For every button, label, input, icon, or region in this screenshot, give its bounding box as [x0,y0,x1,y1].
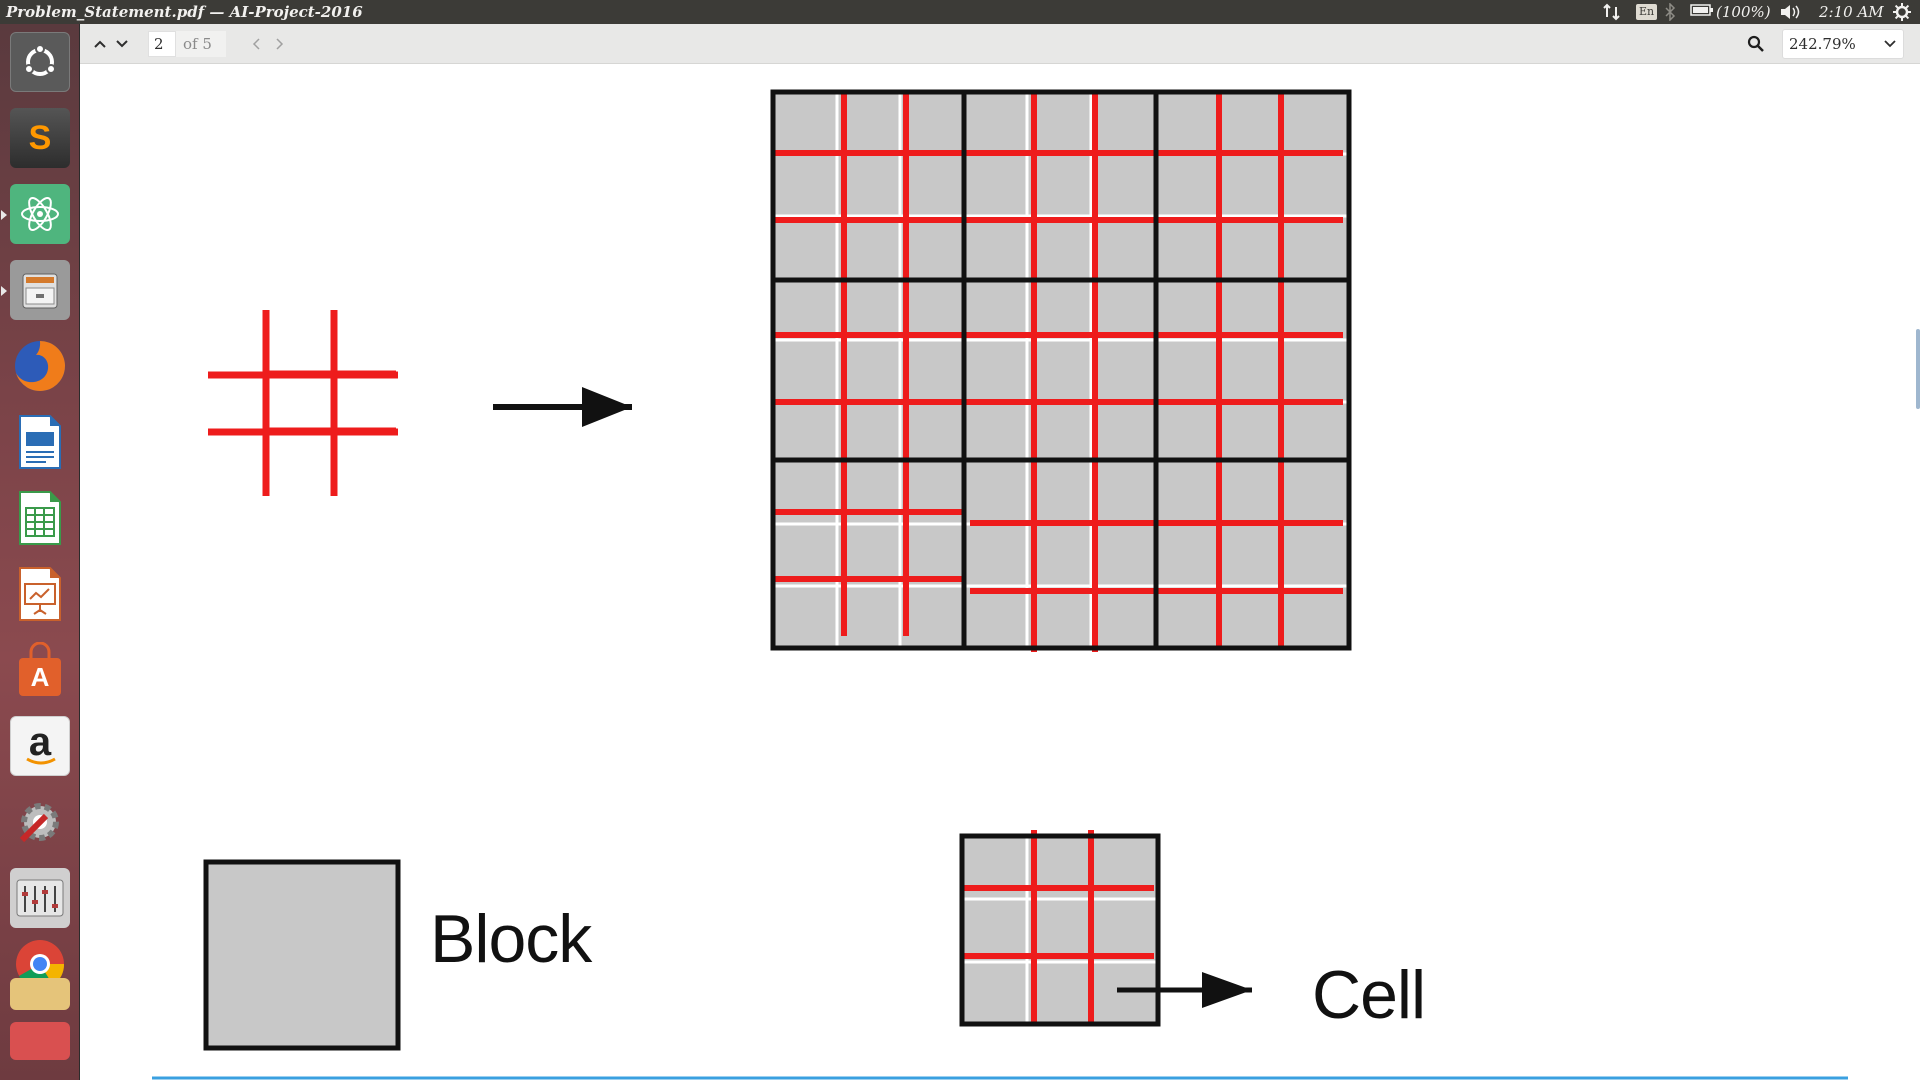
document-page: Block Cell [80,64,1920,1080]
cell-label: Cell [1312,957,1426,1033]
block-legend-symbol [203,859,401,1051]
firefox-icon [10,336,70,396]
app-icon [10,1022,70,1060]
keyboard-layout-indicator[interactable]: En [1636,2,1658,22]
zoom-value: 242.79% [1789,35,1856,53]
previous-page-button[interactable] [88,32,112,56]
amazon-icon: a [10,716,70,776]
launcher-amazon[interactable]: a [6,712,74,780]
document-toolbar: 2 of 5 242.79% [80,24,1920,64]
page-total-label: of 5 [176,31,226,57]
top-panel: Problem_Statement.pdf — AI-Project-2016 … [0,0,1920,24]
launcher-sublime-text[interactable]: S [6,104,74,172]
running-indicator [1,210,7,220]
chevron-up-icon [94,40,106,48]
window-title: Problem_Statement.pdf — AI-Project-2016 [6,3,363,21]
battery-icon [1690,3,1714,21]
sublime-icon: S [10,108,70,168]
page-number-input[interactable]: 2 [148,31,176,57]
history-forward-button[interactable] [268,32,292,56]
block-label: Block [430,901,592,977]
launcher-extra-2[interactable] [6,1018,74,1064]
history-back-button[interactable] [244,32,268,56]
battery-percent: (100%) [1716,3,1771,21]
keyboard-layout-label: En [1636,4,1658,20]
clock[interactable]: 2:10 AM [1819,3,1884,21]
launcher-impress[interactable] [6,560,74,628]
launcher-firefox[interactable] [6,332,74,400]
launcher: S A [0,24,80,1080]
launcher-calc[interactable] [6,484,74,552]
search-icon [1747,35,1764,52]
network-arrows-icon[interactable] [1602,2,1622,22]
volume-icon[interactable] [1780,2,1802,22]
cell-legend-symbol [959,830,1252,1027]
running-indicator [1,286,7,296]
launcher-mixer[interactable] [6,864,74,932]
shopping-bag-icon: A [10,640,70,700]
hash-symbol [208,310,398,496]
launcher-ubuntu-dash[interactable] [6,28,74,96]
next-page-button[interactable] [110,32,134,56]
search-button[interactable] [1744,32,1768,56]
block-grid [770,89,1352,652]
launcher-atom[interactable] [1,180,74,248]
launcher-files[interactable] [1,256,74,324]
launcher-chrome[interactable] [6,930,74,998]
hog-grid-figure [152,89,1848,1080]
launcher-software-center[interactable]: A [6,636,74,704]
launcher-extra-1[interactable] [6,974,74,1014]
impress-icon [10,564,70,624]
zoom-select[interactable]: 242.79% [1782,29,1904,59]
writer-icon [10,412,70,472]
chevron-down-icon [1883,30,1897,67]
gear-icon[interactable] [1893,2,1911,22]
mixer-icon [10,868,70,928]
settings-icon [10,792,70,852]
chevron-down-icon [116,40,128,48]
file-cabinet-icon [10,260,70,320]
scroll-indicator[interactable] [1916,329,1920,409]
chrome-icon [10,934,70,994]
launcher-writer[interactable] [6,408,74,476]
chevron-left-icon [252,38,260,50]
launcher-system-settings[interactable] [6,788,74,856]
calc-icon [10,488,70,548]
atom-icon [10,184,70,244]
arrow-right-icon [493,387,632,427]
battery-indicator[interactable]: (100%) [1690,2,1771,22]
ubuntu-logo-icon [10,32,70,92]
chevron-right-icon [276,38,284,50]
bluetooth-icon[interactable] [1664,2,1676,22]
app-icon [10,978,70,1010]
